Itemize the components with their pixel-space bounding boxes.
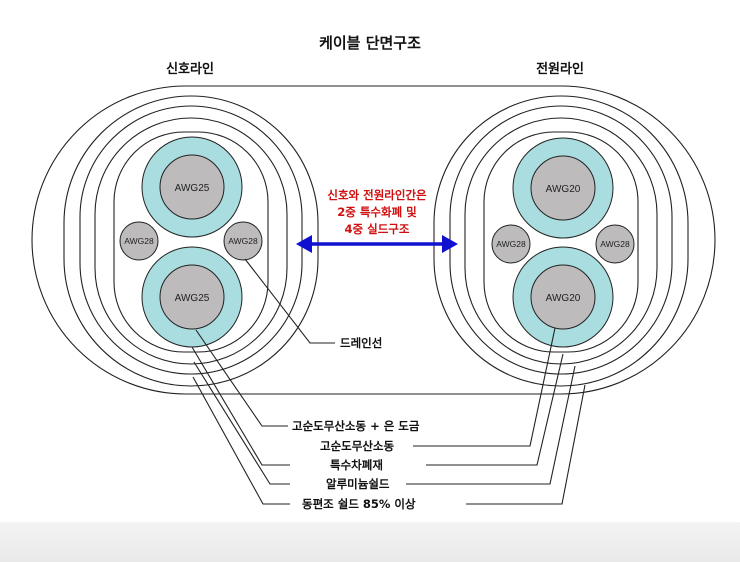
left-drain-left-label: AWG28 — [124, 236, 154, 246]
right-drain-left-label: AWG28 — [496, 239, 526, 249]
left-heading: 신호라인 — [166, 61, 214, 77]
label-braid-shield: 동편조 쉴드 85% 이상 — [302, 497, 416, 511]
left-drain-right-label: AWG28 — [228, 236, 258, 246]
left-core-top-label: AWG25 — [175, 183, 210, 194]
diagram-title: 케이블 단면구조 — [319, 34, 421, 52]
label-conductor-plated: 고순도무산소동 + 은 도금 — [292, 419, 420, 433]
right-core-bottom-label: AWG20 — [546, 293, 581, 304]
right-heading: 전원라인 — [536, 61, 584, 77]
left-cable — [63, 95, 319, 387]
right-drain-right-label: AWG28 — [600, 239, 630, 249]
note-line-2: 2중 특수화폐 및 — [337, 205, 417, 219]
leader-lines — [191, 258, 586, 505]
label-special-shield: 특수차폐재 — [330, 458, 383, 472]
label-aluminum-shield: 알루미늄쉴드 — [326, 477, 390, 491]
label-drain-wire: 드레인선 — [340, 336, 382, 350]
bottom-band — [0, 522, 740, 562]
note-line-3: 4중 실드구조 — [345, 222, 410, 236]
right-core-top-label: AWG20 — [546, 184, 581, 195]
note-line-1: 신호와 전원라인간은 — [327, 188, 427, 202]
label-conductor: 고순도무산소동 — [320, 439, 394, 453]
double-arrow-icon — [296, 235, 458, 253]
right-cable — [433, 95, 689, 387]
left-core-bottom-label: AWG25 — [175, 293, 210, 304]
outer-jacket — [31, 85, 716, 395]
